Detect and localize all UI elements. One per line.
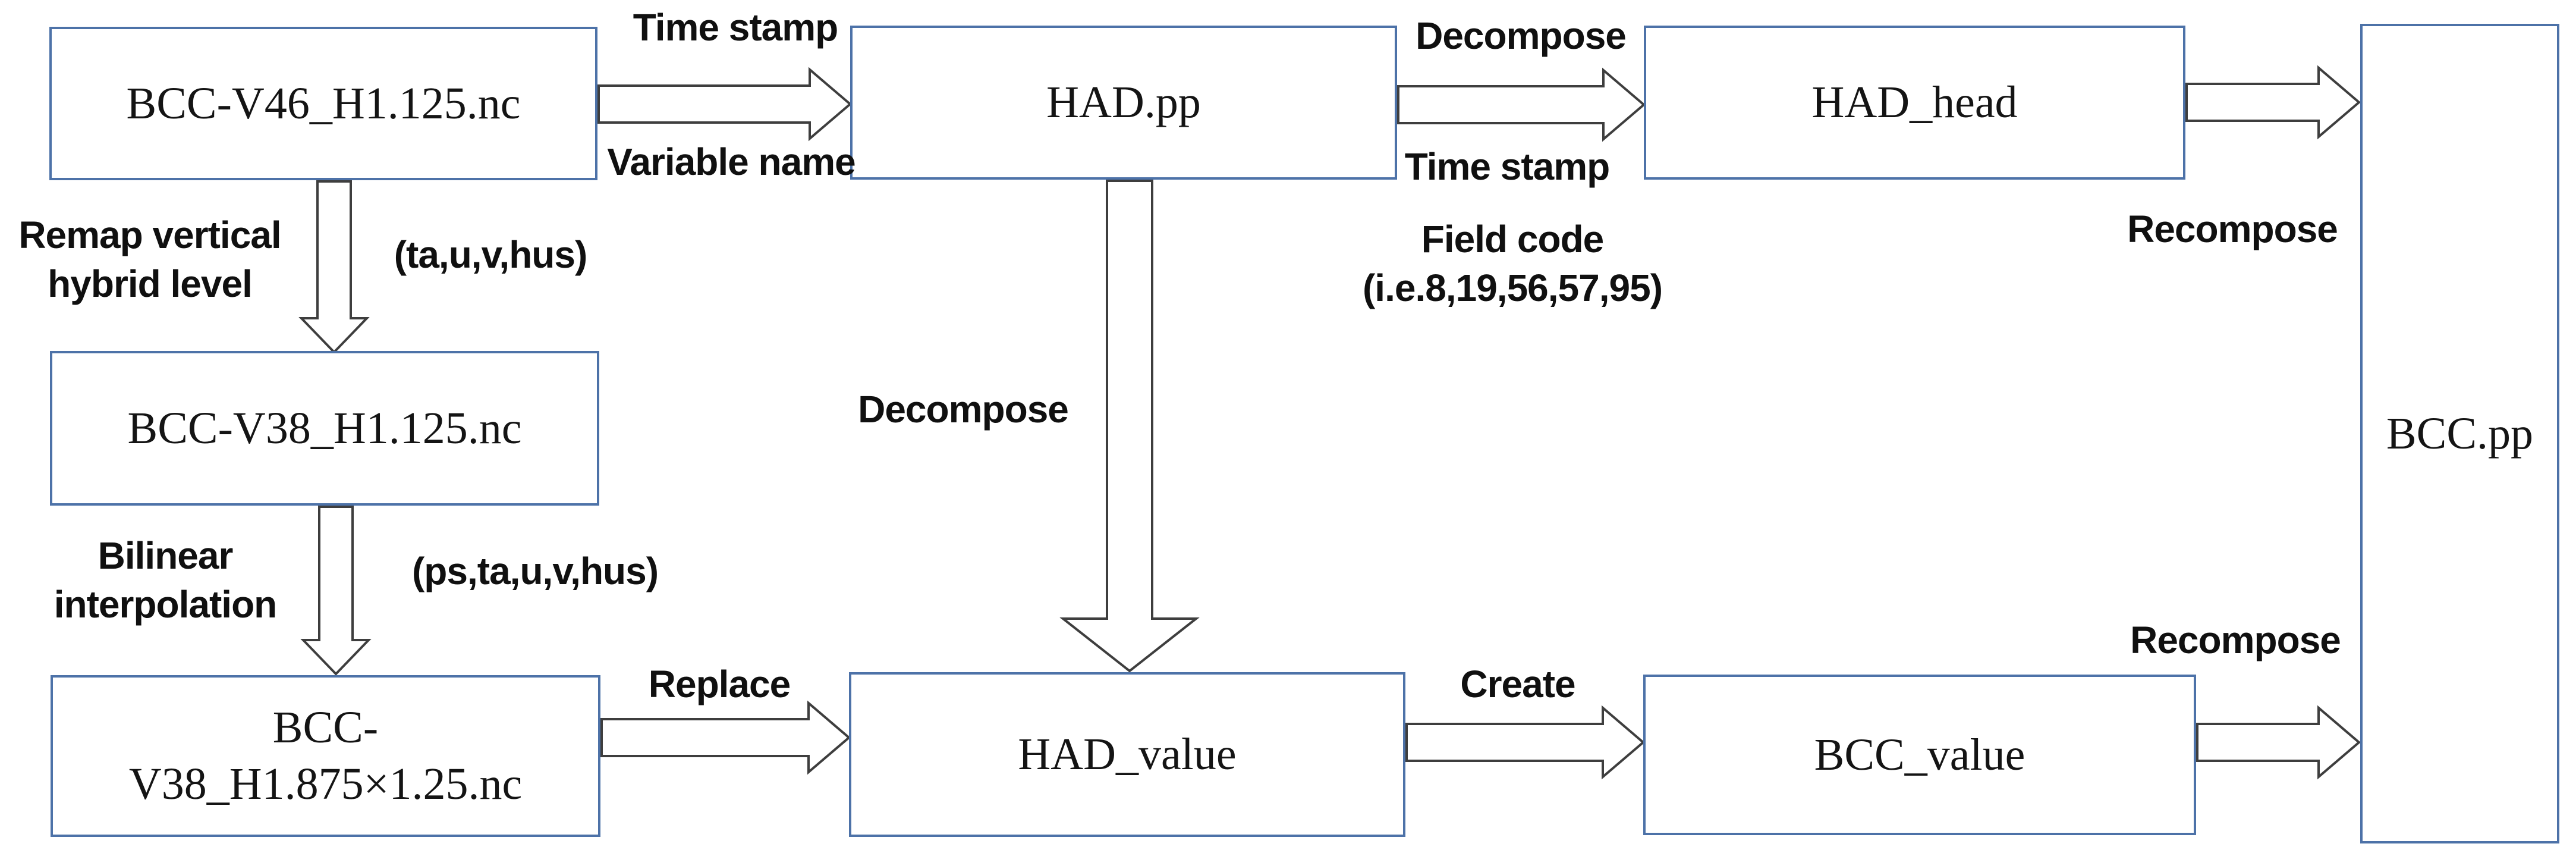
label-time-stamp-mid: Time stamp	[1404, 145, 1610, 188]
label-bilinear-line2: interpolation	[54, 583, 278, 626]
arrow-bccv46-to-hadpp	[597, 67, 853, 142]
label-field-code-line2: (i.e.8,19,56,57,95)	[1362, 266, 1663, 309]
arrow-hadhead-to-bccpp	[2185, 65, 2361, 140]
arrow-bccv46-to-bccv38	[298, 180, 370, 354]
node-bcc-value: BCC_value	[1643, 675, 2196, 835]
node-had-pp: HAD.pp	[850, 26, 1397, 180]
label-remap-vertical: Remap vertical hybrid level	[18, 211, 281, 308]
arrow-bccv38-to-bccv38h1875	[300, 506, 372, 676]
arrow-hadpp-to-hadhead	[1397, 67, 1646, 142]
arrow-hadvalue-to-bccvalue	[1405, 705, 1646, 780]
label-decompose-top: Decompose	[1416, 14, 1627, 57]
label-field-code-line1: Field code	[1421, 218, 1605, 261]
label-recompose-bottom: Recompose	[2130, 619, 2341, 661]
label-create: Create	[1460, 663, 1575, 705]
node-bcc-v46: BCC-V46_H1.125.nc	[49, 27, 597, 180]
arrow-hadpp-to-hadvalue	[1059, 180, 1200, 673]
node-bcc-v46-label: BCC-V46_H1.125.nc	[126, 78, 521, 128]
label-variable-name: Variable name	[607, 140, 855, 183]
arrow-bccvalue-to-bccpp	[2196, 705, 2361, 780]
node-bcc-v38-h1875-line1: BCC-	[272, 703, 379, 752]
node-had-value-label: HAD_value	[1018, 729, 1237, 779]
arrow-replace-to-hadvalue	[600, 700, 851, 775]
node-had-head-label: HAD_head	[1811, 77, 2018, 127]
node-had-head: HAD_head	[1644, 26, 2185, 180]
label-recompose-top: Recompose	[2127, 208, 2338, 250]
label-time-stamp-top: Time stamp	[633, 6, 838, 49]
label-replace: Replace	[648, 663, 791, 705]
node-bcc-v38-label: BCC-V38_H1.125.nc	[127, 403, 522, 453]
label-ta-vars: (ta,u,v,hus)	[394, 233, 588, 276]
node-had-value: HAD_value	[849, 672, 1405, 837]
node-bcc-v38-h1875: BCC- V38_H1.875×1.25.nc	[51, 675, 600, 837]
label-remap-line2: hybrid level	[48, 262, 253, 305]
label-decompose-mid: Decompose	[858, 388, 1069, 431]
node-bcc-v38: BCC-V38_H1.125.nc	[50, 351, 599, 506]
label-field-code: Field code (i.e.8,19,56,57,95)	[1362, 215, 1663, 312]
label-bilinear-line1: Bilinear	[97, 534, 234, 577]
node-bcc-v38-h1875-line2: V38_H1.875×1.25.nc	[128, 759, 523, 809]
label-bilinear-interpolation: Bilinear interpolation	[54, 531, 278, 629]
label-remap-line1: Remap vertical	[18, 214, 281, 256]
node-bcc-pp-label: BCC.pp	[2386, 408, 2534, 459]
node-bcc-v38-h1875-label: BCC- V38_H1.875×1.25.nc	[129, 700, 522, 813]
node-bcc-value-label: BCC_value	[1814, 729, 2025, 780]
label-ps-vars: (ps,ta,u,v,hus)	[411, 550, 659, 592]
node-had-pp-label: HAD.pp	[1046, 77, 1201, 127]
node-bcc-pp: BCC.pp	[2360, 24, 2559, 843]
